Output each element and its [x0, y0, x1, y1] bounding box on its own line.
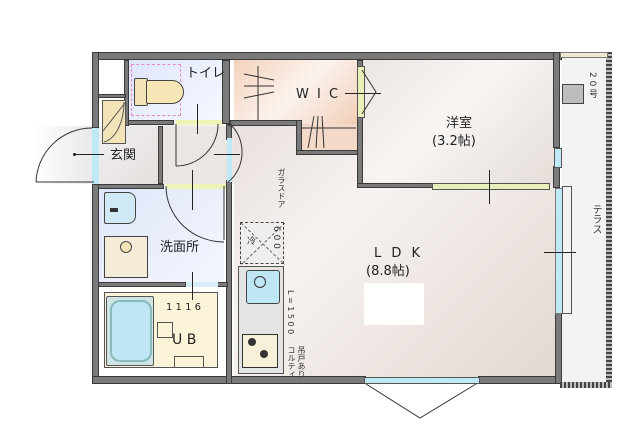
wall-top [92, 52, 562, 60]
terrace-label: テラス [590, 204, 601, 234]
bath-label: U B [172, 332, 197, 348]
kitchen-length-label: L = 1 5 0 0 [286, 290, 295, 335]
wic-door-fold [361, 69, 377, 115]
western-room-size: (3.2帖) [432, 134, 476, 149]
glass-door-swing[interactable] [226, 124, 266, 186]
washroom-door-threshold [166, 184, 226, 189]
washroom-door-swing[interactable] [164, 184, 228, 246]
kitchen-sink-drain [254, 276, 266, 288]
wall-bottom-right [478, 376, 562, 384]
wall-right-lower [555, 312, 562, 384]
wall-toilet-right [222, 60, 230, 124]
wic-door-arrow [345, 93, 381, 94]
terrace-railing-right [606, 52, 612, 388]
bath-counter [174, 356, 204, 368]
toilet-bowl [146, 80, 184, 104]
wall-genkan-bottom [98, 184, 164, 189]
stove-burner-1[interactable] [248, 338, 256, 346]
shoe-cabinet-door-swing [103, 101, 125, 143]
fridge-label: 冷 [245, 236, 255, 245]
wall-washroom-bottom [98, 282, 186, 287]
fridge-space [240, 222, 286, 266]
glass-door-arrow [214, 154, 240, 155]
toilet-door-arrow [197, 104, 198, 134]
wall-storage-bottom [98, 94, 126, 98]
bath-door-arrow [192, 272, 193, 300]
wall-genkan-right [158, 126, 163, 184]
wall-toilet-bottom [128, 120, 174, 125]
terrace-floor [562, 52, 610, 386]
ldk-label: L D K [374, 246, 424, 261]
wic-hanger-rod-left [243, 66, 275, 120]
entrance-threshold [92, 128, 99, 184]
washbasin [104, 192, 136, 224]
western-room-label: 洋室 [446, 116, 473, 131]
bathtub-inner [110, 300, 152, 362]
wall-right-mid [553, 166, 560, 188]
wall-right-upper [553, 52, 560, 148]
wic-label: W I C [296, 87, 341, 102]
entrance-arrow [74, 154, 104, 155]
toilet-label: トイレ [186, 66, 226, 81]
western-room-floor [362, 60, 556, 184]
entrance-door-swing[interactable] [34, 126, 96, 186]
stove-label: コルティ [287, 346, 296, 378]
western-room-window [554, 148, 562, 168]
wic-hanger-rod-bottom [302, 115, 356, 149]
washroom-door-arrow [192, 170, 193, 210]
terrace-railing-bottom [560, 382, 612, 388]
shoe-cabinet [102, 100, 126, 144]
washbasin-faucet [110, 208, 118, 212]
wic-door[interactable] [357, 66, 365, 118]
toilet-door-threshold [176, 120, 222, 125]
wall-storage-right [124, 60, 129, 126]
storage-floor [98, 60, 124, 96]
ldk-bay-window-glass [364, 377, 480, 384]
western-room-sliding-door[interactable] [432, 183, 550, 190]
stove-burner-2[interactable] [260, 350, 268, 358]
washroom-label: 洗面所 [160, 240, 200, 255]
wall-western-bottom-left [357, 183, 433, 188]
terrace-top-rail [560, 52, 608, 58]
hall-glass-door-threshold [227, 138, 232, 182]
toilet-door-swing[interactable] [174, 122, 224, 170]
ldk-size: (8.8帖) [366, 264, 410, 279]
western-door-arrow [489, 170, 490, 204]
wic-floor [234, 60, 358, 126]
water-heater [562, 84, 584, 104]
ldk-window-arrow [544, 252, 576, 253]
wall-left-upper [92, 52, 99, 128]
bath-shelf [157, 322, 173, 338]
entrance-arrow-dot [73, 153, 76, 156]
hall-floor [162, 126, 234, 184]
genkan-label: 玄関 [110, 148, 137, 163]
fridge-width-label: 6 0 0 [271, 226, 281, 249]
glass-door-label: ガラスドア [277, 168, 286, 208]
bath-door-threshold [186, 282, 218, 287]
cabinet-label: 吊戸あり [297, 346, 306, 378]
ldk-blank-patch [364, 283, 424, 325]
water-heater-label: 2 0 号 [587, 72, 597, 99]
bath-size-code: 1 1 1 6 [166, 302, 201, 313]
ldk-bay-window[interactable] [364, 382, 480, 422]
ldk-window-sash [562, 186, 572, 314]
washing-machine-drain [120, 241, 132, 253]
